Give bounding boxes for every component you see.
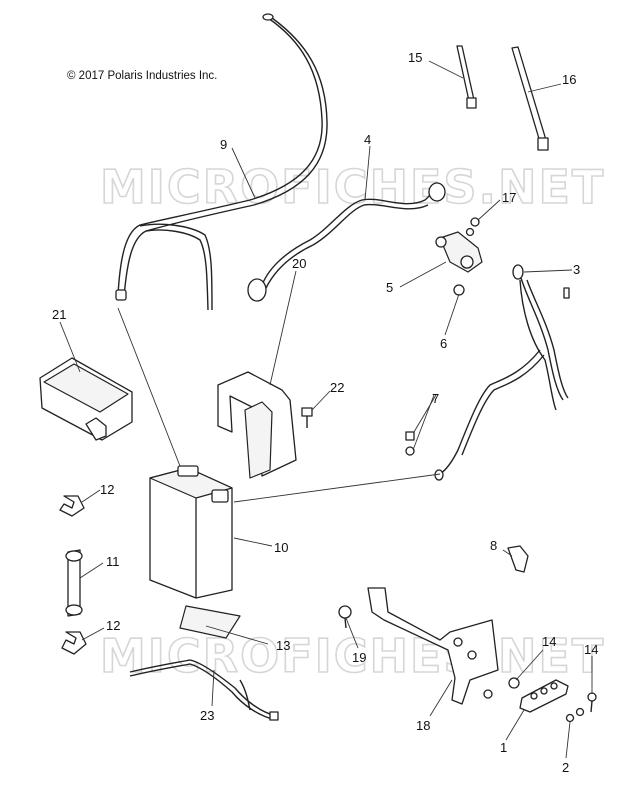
part-15-cable-tie	[456, 45, 477, 109]
part-22-bolt	[301, 407, 313, 428]
part-2-washers	[565, 707, 585, 723]
part-16-cable-tie	[511, 46, 549, 151]
callout-14-left: 14	[542, 634, 556, 649]
part-13-pad	[179, 605, 241, 639]
callout-17: 17	[502, 190, 516, 205]
callout-3: 3	[573, 262, 580, 277]
part-18-bracket	[367, 587, 499, 705]
callout-2: 2	[562, 760, 569, 775]
callout-11: 11	[106, 554, 120, 569]
callout-8: 8	[490, 538, 497, 553]
part-20-shield	[217, 371, 297, 479]
callout-1: 1	[500, 740, 507, 755]
part-23-rod	[129, 659, 279, 721]
watermark-bottom: MICROFICHES.NET	[100, 629, 605, 683]
callout-23: 23	[200, 708, 214, 723]
callout-7: 7	[432, 391, 439, 406]
part-3-cable	[434, 264, 570, 481]
callout-22: 22	[330, 380, 344, 395]
part-19-bolt	[338, 605, 352, 629]
callout-6: 6	[440, 336, 447, 351]
callout-19: 19	[352, 650, 366, 665]
watermark-top: MICROFICHES.NET	[100, 160, 605, 214]
part-1-terminal-block	[519, 679, 569, 713]
callout-4: 4	[364, 132, 371, 147]
part-8-clip	[507, 545, 529, 573]
callout-15: 15	[408, 50, 422, 65]
part-11-strap	[65, 549, 83, 617]
callout-18: 18	[416, 718, 430, 733]
callout-10: 10	[274, 540, 288, 555]
part-12-clip-top	[59, 495, 85, 517]
part-7-bolts	[405, 431, 415, 456]
part-14-screw-right	[587, 692, 597, 713]
callout-13: 13	[276, 638, 290, 653]
callout-12-top: 12	[100, 482, 114, 497]
callout-20: 20	[292, 256, 306, 271]
part-21-cover	[39, 357, 133, 441]
part-6-bolt	[453, 284, 465, 296]
copyright-notice: © 2017 Polaris Industries Inc.	[67, 70, 218, 82]
part-9-cable	[115, 13, 328, 311]
part-17-nuts	[465, 217, 480, 237]
part-12-clip-bottom	[61, 631, 87, 655]
part-4-cable	[247, 182, 446, 302]
callout-5: 5	[386, 280, 393, 295]
leader-lines	[59, 60, 593, 759]
callout-21: 21	[52, 307, 66, 322]
part-5-solenoid	[435, 231, 483, 273]
callout-16: 16	[562, 72, 576, 87]
callout-9: 9	[220, 137, 227, 152]
callout-12-bottom: 12	[106, 618, 120, 633]
callout-14-right: 14	[584, 642, 598, 657]
part-14-screw-left	[483, 677, 520, 699]
part-10-battery	[149, 465, 233, 599]
